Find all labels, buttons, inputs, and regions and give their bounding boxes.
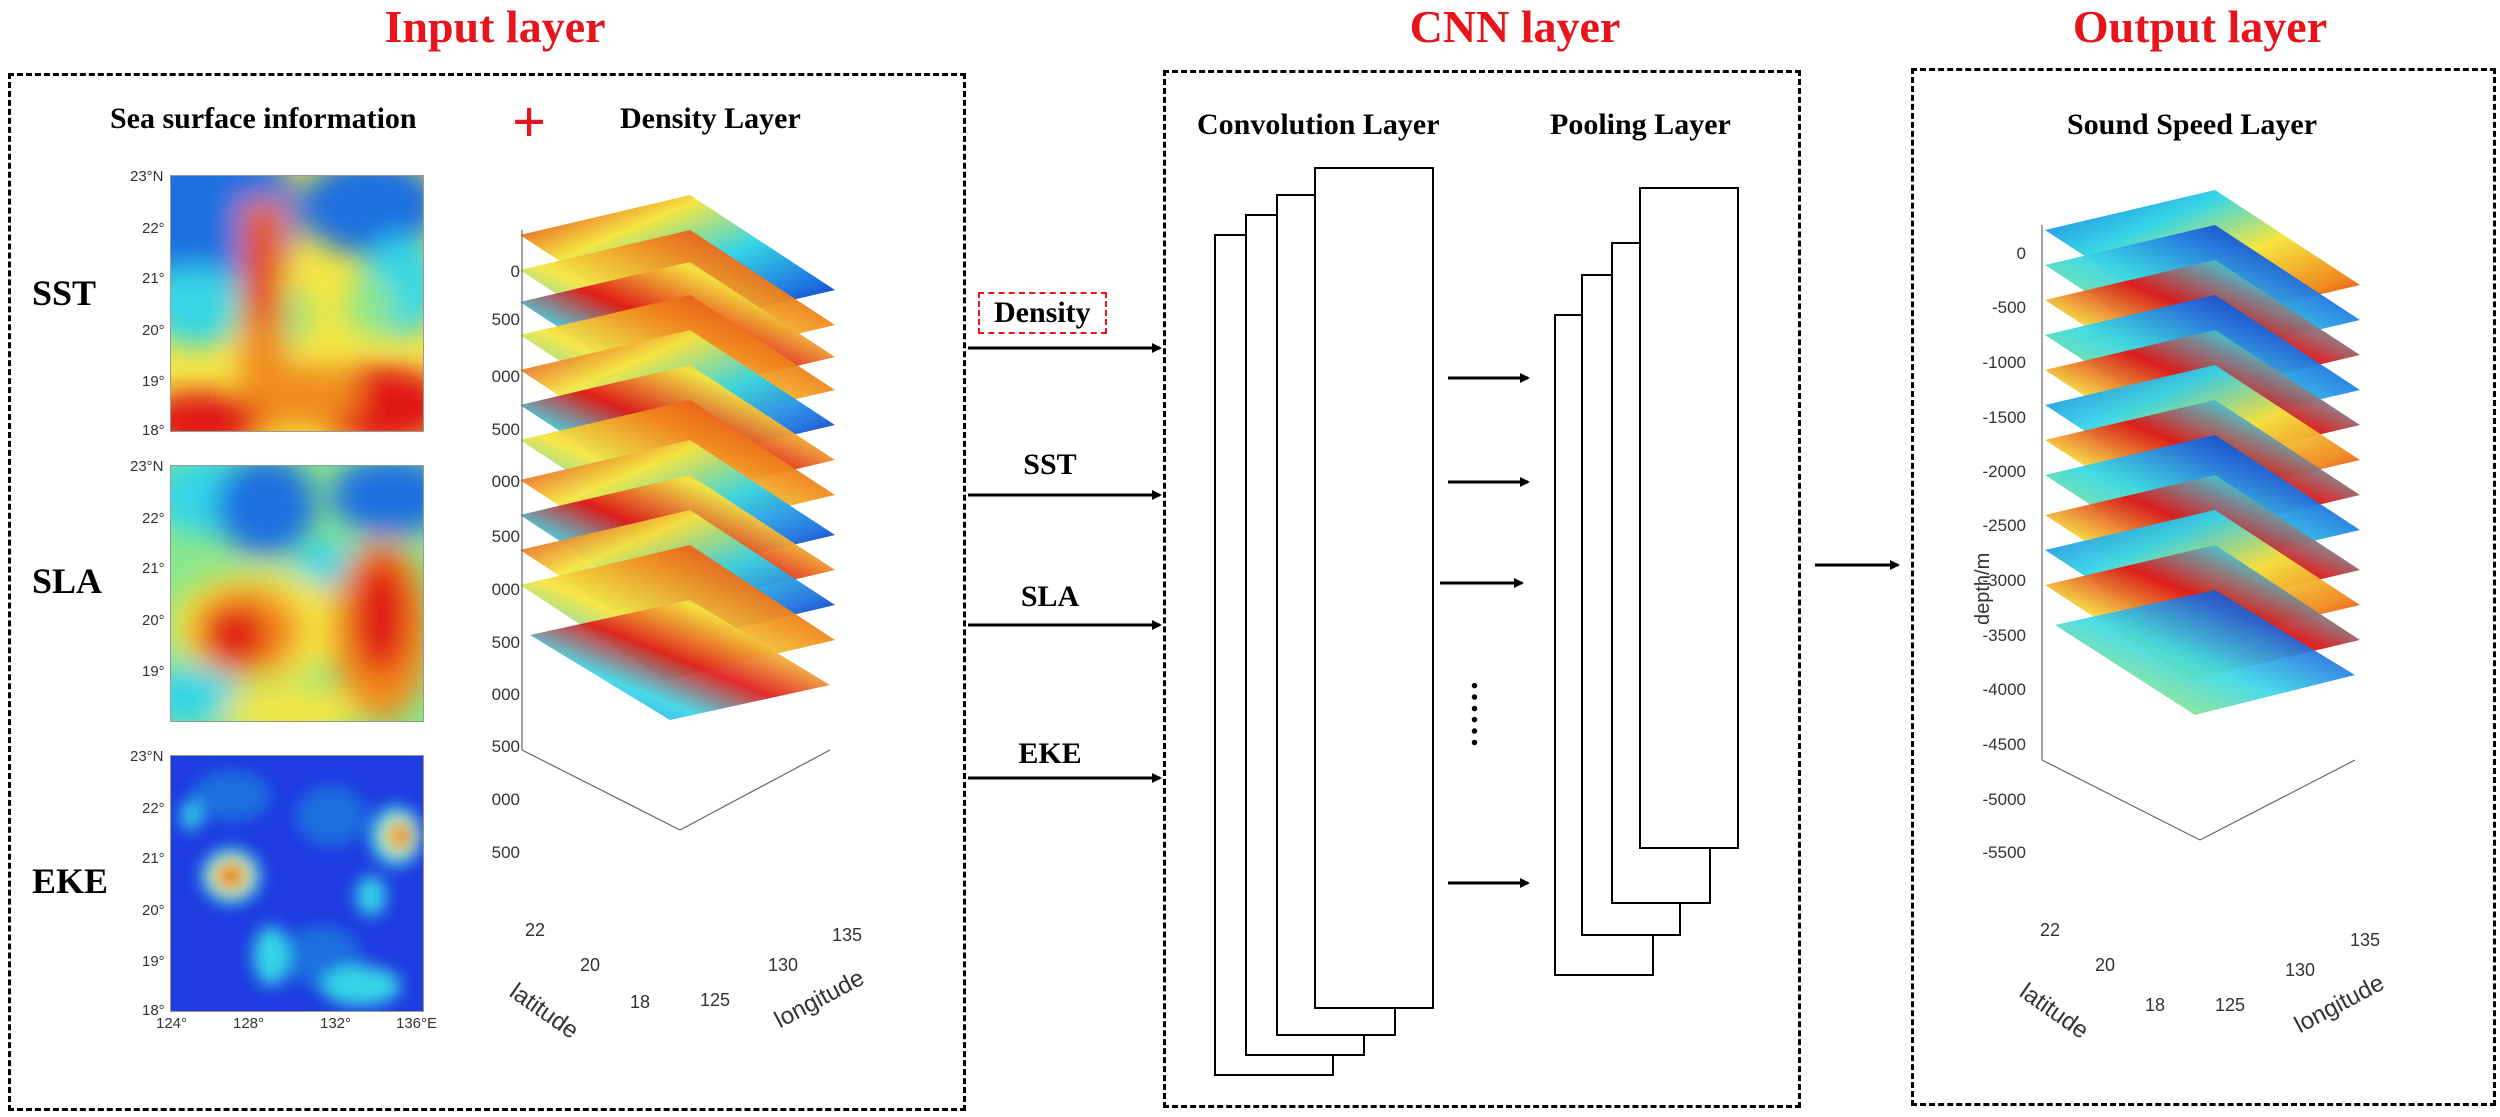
map-lon-tick: 132°: [320, 1015, 352, 1032]
map-lat-tick: 19°: [142, 953, 165, 970]
map-lat-tick: 22°: [142, 800, 165, 817]
output-lon-tick: 125: [2215, 995, 2246, 1015]
depth-tick: 500: [491, 527, 520, 546]
map-lat-tick: 18°: [142, 422, 165, 439]
cnn-layer-frame: [1163, 70, 1801, 1108]
density-lon-tick: 130: [768, 955, 799, 975]
depth-axis-label: depth/m: [1972, 552, 1994, 625]
depth-tick: 000: [491, 472, 520, 491]
density-lat-tick: 20: [580, 955, 601, 975]
depth-tick: 0: [2016, 244, 2026, 263]
sla-arrow-label: SLA: [1020, 580, 1080, 613]
density-lon-tick: 125: [700, 990, 731, 1010]
map-lon-tick: 128°: [233, 1015, 265, 1032]
plus-sign: +: [512, 89, 547, 155]
depth-tick: -2000: [1982, 462, 2026, 481]
density-lat-tick: 22: [525, 920, 546, 940]
map-lat-tick: 19°: [142, 373, 165, 390]
sea-surface-info-label: Sea surface information: [110, 102, 417, 135]
ellipsis-dots: ……: [1464, 680, 1501, 748]
depth-tick: 500: [491, 843, 520, 862]
output-layer-frame: [1911, 68, 2496, 1106]
map-lat-tick: 18°: [142, 1002, 165, 1019]
depth-tick: 0: [510, 262, 520, 281]
eke-map: [170, 755, 424, 1012]
sla-map: [170, 465, 424, 722]
output-lat-tick: 20: [2095, 955, 2116, 975]
conv-layer-label: Convolution Layer: [1197, 108, 1440, 141]
density-lat-tick: 18: [630, 992, 651, 1012]
map-lat-tick: 20°: [142, 322, 165, 339]
depth-tick: -2500: [1982, 516, 2026, 535]
depth-tick: -1000: [1982, 353, 2026, 372]
pool-layer-label: Pooling Layer: [1550, 108, 1731, 141]
map-lat-tick: 22°: [142, 220, 165, 237]
depth-tick: -4000: [1982, 680, 2026, 699]
depth-tick: -5500: [1982, 843, 2026, 862]
sst-label: SST: [32, 273, 97, 313]
map-lat-tick: 21°: [142, 270, 165, 287]
eke-label: EKE: [32, 861, 109, 901]
depth-tick: 500: [491, 420, 520, 439]
density-lon-tick: 135: [832, 925, 863, 945]
map-lat-tick: 23°N: [130, 168, 164, 185]
sound-speed-slices: [2045, 190, 2360, 715]
map-lat-tick: 22°: [142, 510, 165, 527]
output-lon-tick: 135: [2350, 930, 2381, 950]
output-lat-tick: 18: [2145, 995, 2166, 1015]
density-layer-label: Density Layer: [620, 102, 801, 135]
depth-tick: 000: [491, 367, 520, 386]
conv-layer-stack: [1214, 167, 1434, 1076]
input-layer-frame: [8, 73, 966, 1111]
output-layer-title: Output layer: [2072, 1, 2328, 52]
sound-speed-layer-label: Sound Speed Layer: [2067, 108, 2318, 141]
depth-tick: 000: [491, 580, 520, 599]
density-3d-stack: [520, 195, 835, 831]
map-lat-tick: 20°: [142, 612, 165, 629]
map-lat-tick: 21°: [142, 560, 165, 577]
depth-tick: -5000: [1982, 790, 2026, 809]
map-lon-tick: 136°E: [396, 1015, 438, 1032]
depth-tick: 500: [491, 310, 520, 329]
depth-tick: -3000: [1982, 571, 2026, 590]
map-lat-tick: 19°: [142, 663, 165, 680]
density-arrow-label: Density: [978, 292, 1107, 334]
sst-map: [170, 175, 424, 432]
sound-speed-axes: [2041, 225, 2356, 841]
depth-tick: -4500: [1982, 735, 2026, 754]
output-lat-tick: 22: [2040, 920, 2061, 940]
sst-arrow-label: SST: [1023, 448, 1077, 481]
depth-tick: 500: [491, 737, 520, 756]
map-lat-tick: 21°: [142, 850, 165, 867]
map-lat-tick: 23°N: [130, 748, 164, 765]
density-slices: [520, 195, 835, 720]
depth-tick: 000: [491, 790, 520, 809]
map-lon-tick: 124°: [156, 1015, 188, 1032]
density-axes: [521, 230, 831, 831]
pool-layer-stack: [1554, 187, 1739, 976]
depth-tick: -3500: [1982, 626, 2026, 645]
input-layer-title: Input layer: [384, 1, 606, 52]
eke-arrow-label: EKE: [1018, 737, 1082, 770]
depth-tick: 500: [491, 633, 520, 652]
map-lat-tick: 23°N: [130, 458, 164, 475]
output-lon-tick: 130: [2285, 960, 2316, 980]
sound-speed-3d-stack: [2041, 190, 2360, 841]
map-lat-tick: 20°: [142, 902, 165, 919]
depth-tick: -500: [1991, 298, 2026, 317]
cnn-layer-title: CNN layer: [1409, 1, 1621, 52]
depth-tick: 000: [491, 685, 520, 704]
sla-label: SLA: [32, 561, 103, 601]
depth-tick: -1500: [1982, 408, 2026, 427]
